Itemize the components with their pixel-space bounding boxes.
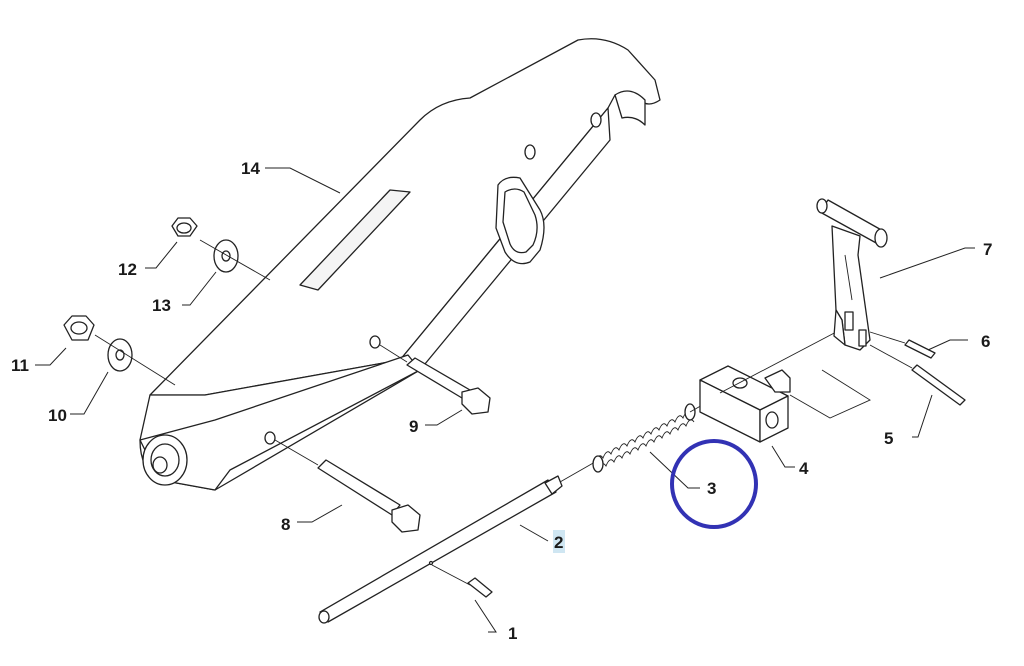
part-label-4[interactable]: 4 xyxy=(799,459,809,478)
part-label-3[interactable]: 3 xyxy=(707,479,716,498)
handle-lever-part[interactable] xyxy=(816,198,888,351)
label-2-selection xyxy=(553,530,565,553)
arm-bracket-part[interactable] xyxy=(139,38,661,491)
part-label-7[interactable]: 7 xyxy=(983,240,992,259)
part-label-9[interactable]: 9 xyxy=(409,417,418,436)
spring-part[interactable] xyxy=(592,394,721,473)
part-label-10[interactable]: 10 xyxy=(48,406,67,425)
nut-large-part[interactable] xyxy=(63,315,95,341)
part-label-12[interactable]: 12 xyxy=(118,260,137,279)
rod-part[interactable] xyxy=(318,461,596,624)
bolt-8-part[interactable] xyxy=(274,439,421,533)
washer-large-part[interactable] xyxy=(107,338,133,372)
leader-lines xyxy=(35,167,975,633)
part-label-2[interactable]: 2 xyxy=(554,533,563,552)
part-label-11[interactable]: 11 xyxy=(11,356,29,375)
part-label-5[interactable]: 5 xyxy=(884,429,893,448)
washer-small-part[interactable] xyxy=(213,239,239,273)
pin-part[interactable] xyxy=(431,564,493,598)
part-label-1[interactable]: 1 xyxy=(508,624,517,643)
highlight-circle xyxy=(670,439,758,529)
nut-small-part[interactable] xyxy=(171,217,198,237)
bolt-9-part[interactable] xyxy=(379,344,491,415)
part-label-8[interactable]: 8 xyxy=(281,515,290,534)
part-label-13[interactable]: 13 xyxy=(152,296,171,315)
part-label-6[interactable]: 6 xyxy=(981,332,990,351)
short-pin-part[interactable] xyxy=(869,331,936,359)
part-label-14[interactable]: 14 xyxy=(241,159,260,178)
long-pin-part[interactable] xyxy=(869,344,966,406)
block-part[interactable] xyxy=(699,329,871,443)
